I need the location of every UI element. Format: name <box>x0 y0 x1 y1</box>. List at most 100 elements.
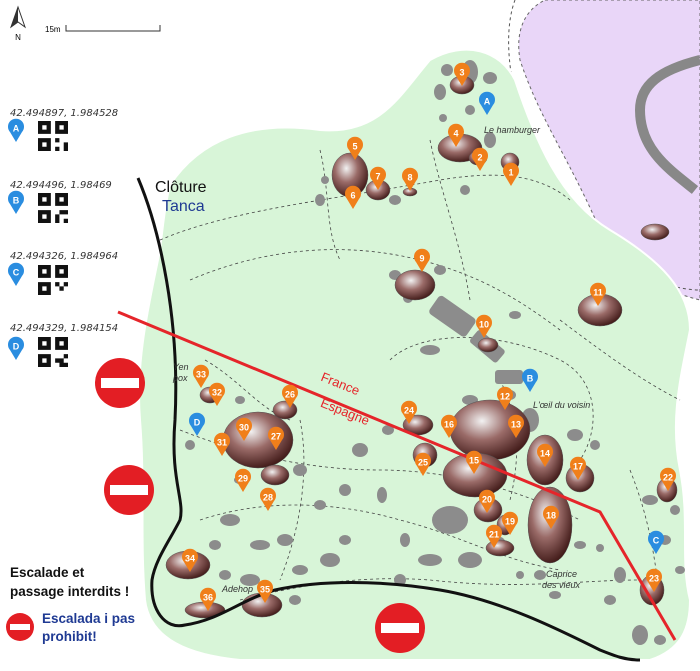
boulder-pin-11-label: 11 <box>593 288 603 298</box>
boulder-pin-20-marker <box>478 489 495 513</box>
north-arrow: N <box>10 5 26 42</box>
boulder-pin-19: 19 <box>502 511 518 535</box>
boulder-pin-9-marker <box>414 248 430 272</box>
boulder-pin-10-marker <box>476 314 492 338</box>
boulder-pin-7-marker <box>369 166 386 190</box>
boulder-pin-4: 4 <box>448 123 464 147</box>
boulder-pin-20-label: 20 <box>482 495 492 505</box>
boulder-pin-13-marker <box>508 414 524 438</box>
notice-ca: Escalada i pas prohibit! <box>42 610 135 646</box>
boulder-pin-13-label: 13 <box>511 420 521 430</box>
boulder-pin-1-label: 1 <box>508 168 513 178</box>
boulder-pin-8: 8 <box>402 167 418 191</box>
boulder-pin-10-label: 10 <box>479 320 489 330</box>
boulder-pin-19-label: 19 <box>505 517 515 527</box>
boulder-pin-28: 28 <box>259 487 276 511</box>
area-label-pox: pox <box>172 373 188 383</box>
access-pin-d-marker <box>188 412 205 436</box>
boulder-pin-32-marker <box>209 382 225 406</box>
boulder-pin-31: 31 <box>214 432 230 456</box>
access-pin-d-label: D <box>194 418 201 428</box>
boulder-pin-14-label: 14 <box>540 449 550 459</box>
legend-pin-a: A <box>8 118 24 142</box>
boulder-pin-35-marker <box>256 579 273 603</box>
boulder-pin-28-marker <box>259 487 276 511</box>
access-pin-c-label: C <box>653 536 660 546</box>
boulder-pin-23-marker <box>646 568 662 592</box>
legend-pin-c-label: C <box>13 268 20 278</box>
boulder-pin-7-label: 7 <box>375 172 380 182</box>
scale-bar: 15m <box>45 25 161 34</box>
boulder-pin-11-marker <box>590 282 606 306</box>
boulder-pin-18-label: 18 <box>546 511 556 521</box>
boulder-pin-15-label: 15 <box>469 456 479 466</box>
boulder-pin-25: 25 <box>415 452 431 476</box>
boulder-pin-30: 30 <box>236 417 252 441</box>
legend-pin-d-marker <box>8 336 24 360</box>
country-border <box>117 310 677 641</box>
area-label-des-vieux: des vieux <box>542 580 581 590</box>
qr-code-d-icon <box>38 337 68 367</box>
scale-label: 15m <box>45 25 61 34</box>
boulder-pin-17: 17 <box>570 456 586 480</box>
boulder-pin-30-label: 30 <box>239 423 249 433</box>
boulder-pin-10: 10 <box>476 314 492 338</box>
boulder-pin-23: 23 <box>646 568 662 592</box>
boulder-pin-22: 22 <box>659 467 676 491</box>
boulder-pin-8-label: 8 <box>407 173 412 183</box>
boulder-pin-5-label: 5 <box>352 142 357 152</box>
fence-line <box>136 177 641 662</box>
no-entry-sign-small <box>6 613 34 641</box>
access-pin-c: C <box>647 530 664 554</box>
boulder-pin-22-label: 22 <box>663 473 673 483</box>
area-label-hamburger: Le hamburger <box>484 125 541 135</box>
access-c-coords: 42.494326, 1.984964 <box>10 251 119 262</box>
boulder-pin-32: 32 <box>209 382 225 406</box>
boulder-pin-25-marker <box>415 452 431 476</box>
boulder-pin-12-label: 12 <box>500 392 510 402</box>
boulder-pin-24: 24 <box>400 400 418 424</box>
boulder-pin-35-label: 35 <box>260 585 270 595</box>
boulder-pin-16: 16 <box>441 414 457 438</box>
boulder-pin-20: 20 <box>478 489 495 513</box>
boulder-pin-35: 35 <box>256 579 273 603</box>
boulder-pin-24-marker <box>400 400 418 424</box>
no-entry-sign <box>375 603 425 653</box>
no-entry-sign <box>104 465 154 515</box>
boulder-pin-13: 13 <box>508 414 524 438</box>
boulder-pin-36: 36 <box>199 587 216 611</box>
area-label-adehop: Adehop <box>221 584 253 594</box>
boulder-pin-26: 26 <box>282 384 298 408</box>
boulder-pin-34-label: 34 <box>185 554 195 564</box>
qr-code-b-icon <box>38 193 68 223</box>
boulder-pin-33-label: 33 <box>196 370 206 380</box>
legend-pin-d: D <box>8 336 24 360</box>
boulder-pin-17-marker <box>570 456 586 480</box>
legend-pin-b: B <box>8 190 24 214</box>
boulder-pin-27-marker <box>268 426 284 450</box>
boulder-pin-21-label: 21 <box>489 530 499 540</box>
boulder-pin-34: 34 <box>181 548 198 572</box>
notice-ca-line1: Escalada i pas <box>42 611 136 626</box>
boulder-pin-18-marker <box>542 505 559 529</box>
notice-fr-line2: passage interdits ! <box>10 584 130 599</box>
boulder-pin-22-marker <box>659 467 676 491</box>
boulder-pin-4-marker <box>448 123 464 147</box>
boulder-pin-2-label: 2 <box>477 153 482 163</box>
legend-pin-c: C <box>8 262 24 286</box>
boulder-pin-27-label: 27 <box>271 432 281 442</box>
access-pin-b-marker <box>522 368 538 392</box>
access-d-coords: 42.494329, 1.984154 <box>10 323 119 334</box>
qr-code-a-icon <box>38 121 68 151</box>
boulder-pin-33-marker <box>192 364 209 388</box>
access-pin-b: B <box>522 368 538 392</box>
notice-fr-line1: Escalade et <box>10 565 85 580</box>
boulder-pin-6-marker <box>344 185 361 209</box>
boulder-pin-24-label: 24 <box>404 406 414 416</box>
boulder-pin-16-label: 16 <box>444 420 454 430</box>
qr-code-c-icon <box>38 265 68 295</box>
boulder-pin-1-marker <box>502 162 519 186</box>
boulder-pin-3: 3 <box>454 62 470 86</box>
